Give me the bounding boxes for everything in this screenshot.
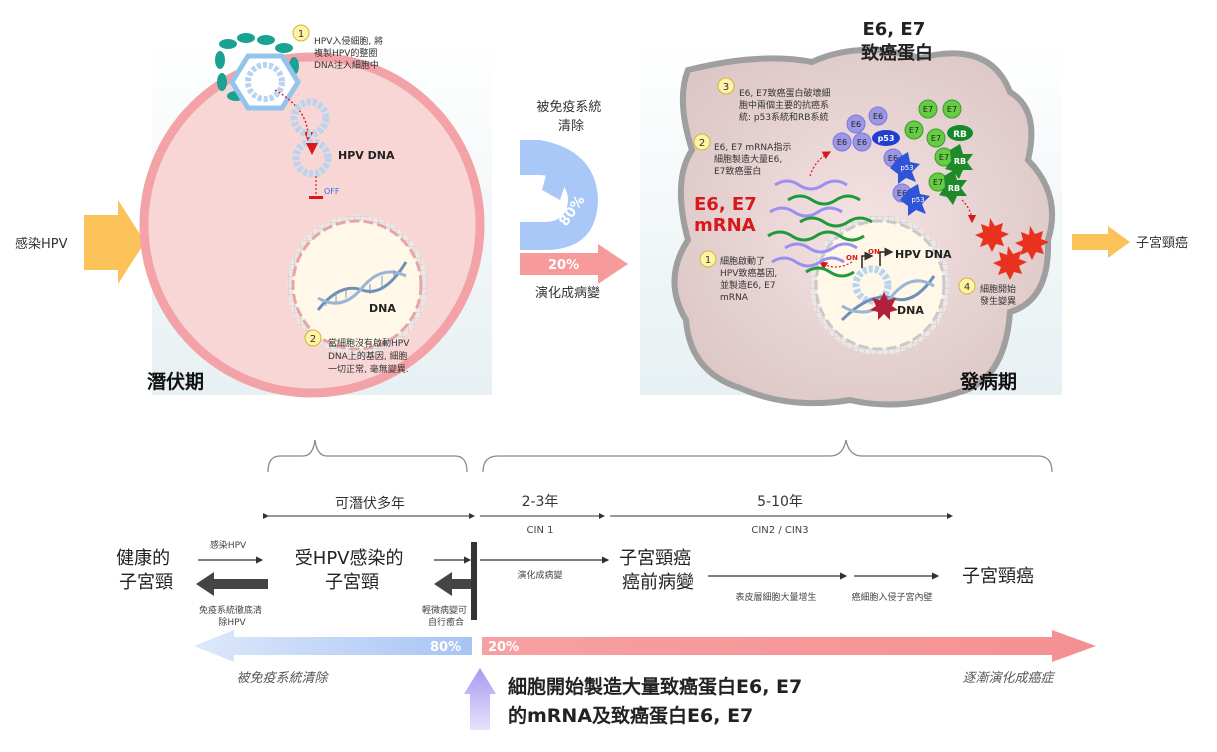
- infected-cervix-label: 受HPV感染的 子宮頸: [295, 548, 409, 593]
- blue-band-arrow: [194, 630, 472, 662]
- disease-dna-label: DNA: [897, 304, 924, 317]
- immune-back-arrow: [196, 572, 268, 596]
- infect-small-label: 感染HPV: [210, 539, 247, 551]
- disease-hpv-dna-label: HPV DNA: [895, 248, 952, 261]
- svg-text:3: 3: [723, 82, 729, 93]
- heal-back-arrow: [434, 572, 472, 596]
- timeline-marker: [471, 542, 477, 620]
- e6-label: E6: [873, 112, 883, 121]
- e7-label: E7: [909, 126, 919, 135]
- latent-step1-badge: 1: [292, 24, 310, 42]
- disease-step2-text: E6, E7 mRNA指示 細胞製造大量E6, E7致癌蛋白: [714, 141, 794, 177]
- disease-title: 發病期: [959, 370, 1017, 393]
- mutation-arrow: [961, 199, 977, 224]
- latent-dna-label: DNA: [369, 302, 396, 315]
- band-80-label: 80%: [430, 640, 461, 655]
- on-label-2: ON: [868, 248, 880, 256]
- bottom-note: 細胞開始製造大量致癌蛋白E6, E7 的mRNA及致癌蛋白E6, E7: [508, 675, 809, 727]
- mild-heal-label: 輕微病變可 自行癒合: [422, 604, 470, 628]
- e7-label: E7: [947, 105, 957, 114]
- e6-label: E6: [851, 120, 861, 129]
- to-lesion-label: 演化成病變: [535, 285, 600, 301]
- latent-span-label: 可潛伏多年: [335, 495, 405, 512]
- infect-hpv-label: 感染HPV: [15, 236, 68, 252]
- precancer-label: 子宮頸癌 癌前病變: [619, 548, 697, 593]
- hpv-dna-label: HPV DNA: [338, 149, 395, 162]
- mrna-title: E6, E7 mRNA: [694, 194, 763, 236]
- latent-title: 潛伏期: [147, 370, 204, 393]
- latent-nucleus: [287, 215, 427, 355]
- lesion-arrow: [520, 244, 628, 284]
- e6-label: E6: [837, 138, 847, 147]
- cin23-label: CIN2 / CIN3: [751, 525, 808, 536]
- hpv-dna-ring-icon: [290, 98, 332, 178]
- purple-up-arrow: [464, 668, 496, 730]
- surface-grow-label: 表皮層細胞大量增生: [735, 591, 816, 603]
- span-2-3-label: 2-3年: [522, 494, 559, 510]
- disease-nucleus: [810, 215, 950, 355]
- cervical-cancer-label: 子宮頸癌: [1136, 235, 1188, 251]
- infection-arrow: [84, 200, 145, 284]
- off-bar: [309, 196, 323, 199]
- pink-band-arrow: [482, 630, 1096, 662]
- on-arrow-2: [879, 247, 894, 266]
- braces: [267, 439, 1053, 473]
- latent-step2-text: 當細胞沒有啟動HPV DNA上的基因, 細胞 一切正常, 毫無變異.: [328, 337, 412, 375]
- svg-text:4: 4: [964, 282, 970, 293]
- mutation-bursts: [975, 218, 1049, 280]
- cin1-label: CIN 1: [527, 525, 554, 536]
- immune-clear-label: 被免疫系統 清除: [536, 99, 605, 134]
- to-protein-arrow: [809, 151, 832, 177]
- middle-20-label: 20%: [548, 258, 579, 273]
- e7-label: E7: [939, 153, 949, 162]
- e7-label: E7: [923, 105, 933, 114]
- becomes-cancer-label: 逐漸演化成癌症: [962, 670, 1055, 686]
- on-label-1: ON: [846, 254, 858, 262]
- e6-label: E6: [888, 154, 898, 163]
- e6-label: E6: [857, 138, 867, 147]
- cancer-final-label: 子宮頸癌: [962, 566, 1034, 587]
- disease-step3-text: E6, E7致癌蛋白破壞細 胞中兩個主要的抗癌系 統: p53系統和RB系統: [739, 87, 833, 123]
- cancer-arrow: [1072, 226, 1130, 258]
- svg-text:2: 2: [310, 334, 316, 345]
- hpv-virus-icon: [215, 33, 301, 111]
- band-20-label: 20%: [488, 640, 519, 655]
- e6-label: E6: [897, 189, 907, 198]
- oncoproteins: E6 E6 E6 E6 E6 E6 p53 p53 p53 E7 E7 E7 E…: [832, 99, 973, 216]
- mrna-strands: [767, 179, 873, 278]
- rb-label: RB: [954, 157, 966, 166]
- immune-total-label: 免疫系統徹底清 除HPV: [199, 604, 265, 628]
- disease-step4-badge: 4: [958, 277, 976, 295]
- on-arrow-1: [861, 251, 874, 268]
- disease-step1-badge: 1: [699, 250, 717, 268]
- rb-label: RB: [948, 184, 960, 193]
- invade-label: 癌細胞入侵子宮內壁: [851, 591, 932, 603]
- mrna-dash-arrow: [819, 261, 853, 270]
- p53-label: p53: [900, 164, 913, 172]
- immune-curve-arrow: [520, 140, 598, 250]
- disease-step3-badge: 3: [717, 77, 735, 95]
- e7-label: E7: [931, 134, 941, 143]
- disease-step1-text: 細胞啟動了 HPV致癌基因, 並製造E6, E7 mRNA: [720, 255, 780, 303]
- span-5-10-label: 5-10年: [757, 494, 803, 510]
- healthy-cervix-label: 健康的 子宮頸: [116, 548, 176, 593]
- cleared-label: 被免疫系統清除: [236, 670, 329, 686]
- rb-label: RB: [953, 130, 967, 140]
- latent-step1-text: HPV入侵細胞, 將 複製HPV的整圈 DNA注入細胞中: [314, 35, 386, 71]
- oncoprotein-title: E6, E7 致癌蛋白: [861, 19, 933, 64]
- to-lesion-small-label: 演化成病變: [517, 569, 562, 581]
- p53-label: p53: [878, 134, 895, 143]
- svg-text:1: 1: [298, 29, 304, 40]
- disease-step2-badge: 2: [693, 133, 711, 151]
- p53-label: p53: [911, 196, 924, 204]
- svg-text:1: 1: [705, 255, 711, 266]
- svg-text:2: 2: [699, 138, 705, 149]
- e7-label: E7: [933, 178, 943, 187]
- off-label: OFF: [324, 187, 340, 196]
- disease-step4-text: 細胞開始 發生變異: [980, 283, 1019, 307]
- latent-step2-badge: 2: [304, 329, 322, 347]
